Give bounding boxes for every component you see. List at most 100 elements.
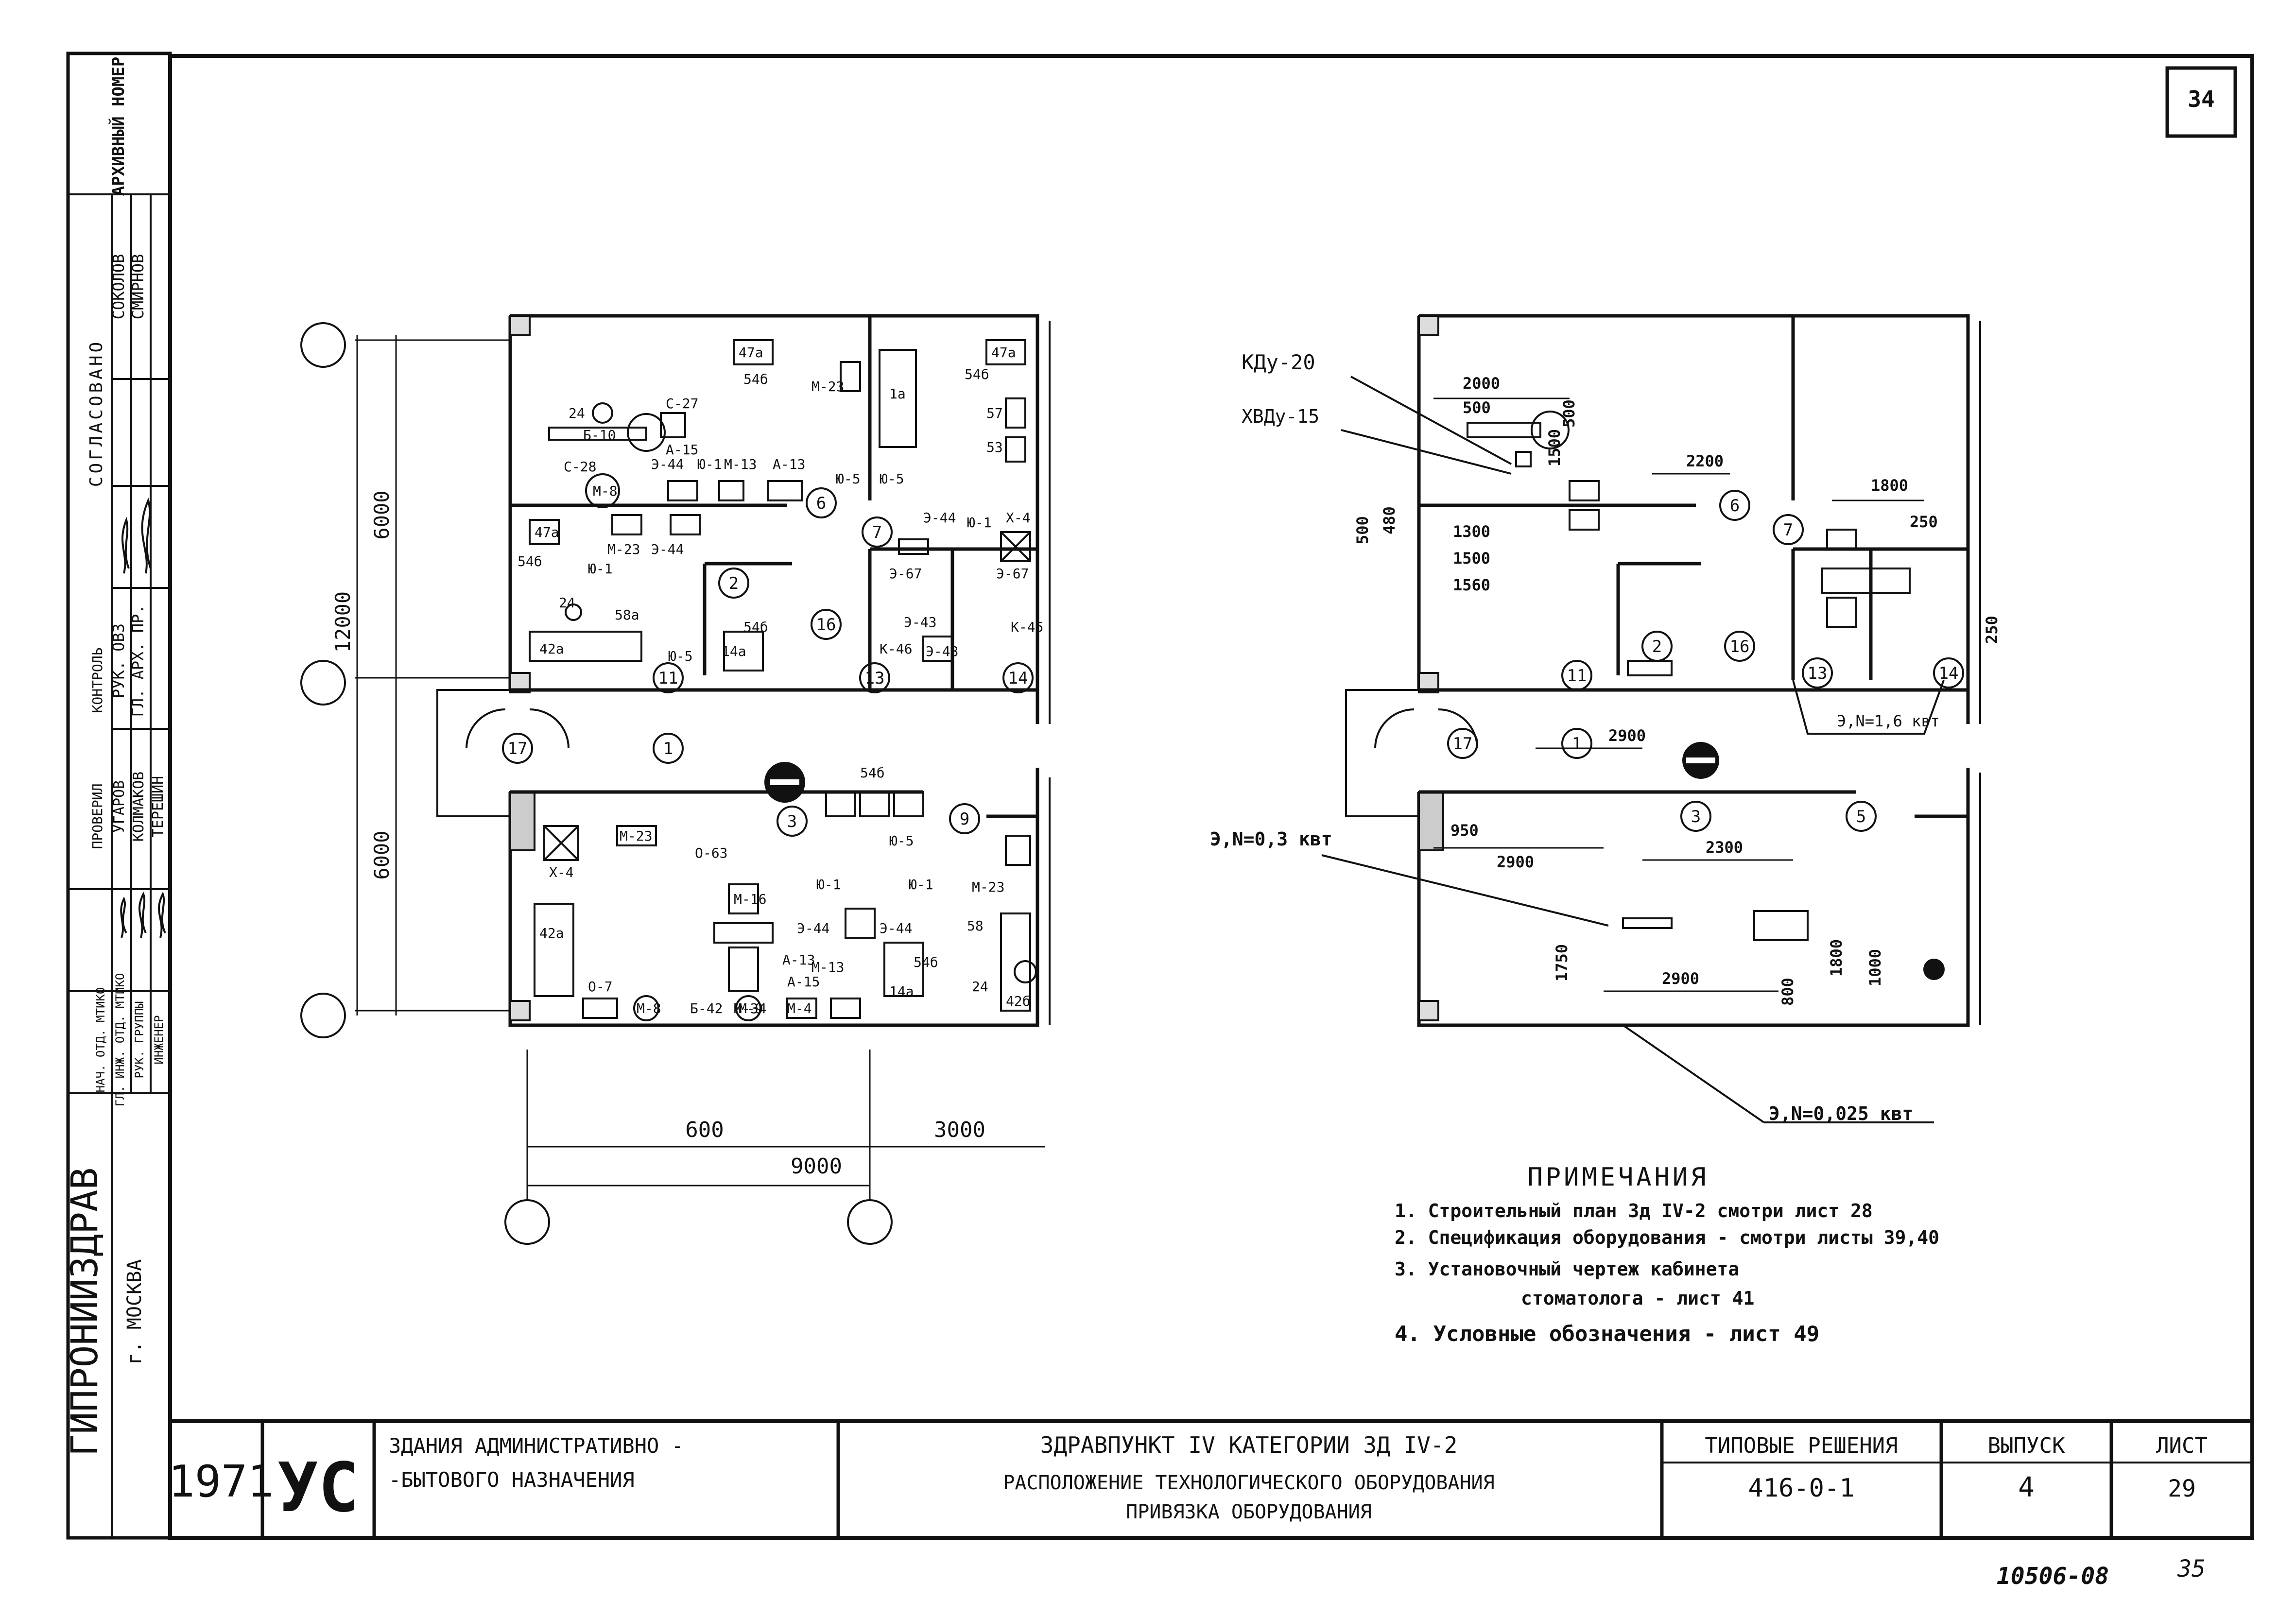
signature-2: [138, 892, 147, 938]
sheet-header: ЛИСТ: [2156, 1433, 2208, 1458]
equipment-label: М-34: [734, 1000, 766, 1016]
equipment-label: Э-43: [926, 643, 958, 659]
equipment-label: 42а: [539, 641, 564, 657]
equipment-label: К-46: [880, 641, 912, 657]
equipment-label: Э-67: [889, 566, 922, 582]
equipment-label: Э-44: [797, 920, 829, 936]
staff-name-1: УГАРОВ: [111, 780, 128, 833]
equipment-label: 54б: [518, 553, 542, 569]
year: 1971: [169, 1456, 274, 1507]
agreed-role-2: ГЛ. АРХ. ПР.: [129, 604, 147, 717]
staff-name-3: ТЕРЕШИН: [150, 776, 167, 837]
equipment-label: 14а: [722, 643, 746, 659]
dim: 1560: [1453, 576, 1490, 594]
equipment-label: М-23: [620, 828, 652, 844]
title-block: 1971 УС ЗДАНИЯ АДМИНИСТРАТИВНО - -БЫТОВО…: [168, 1419, 2254, 1540]
dim: 2900: [1608, 726, 1646, 745]
signature-5: [141, 498, 152, 574]
right-floor-plan: КДу-20 ХВДу-15 2000 500 500 1500 2200 18…: [1210, 314, 2001, 1124]
equipment-label: М-16: [734, 891, 766, 907]
equipment-label: А-15: [666, 442, 698, 458]
power-note: Э,N=0,3 квт: [1210, 828, 1332, 850]
building-type-line1: ЗДАНИЯ АДМИНИСТРАТИВНО -: [389, 1434, 684, 1458]
room-number: 11: [1567, 666, 1587, 686]
equipment-label: 42б: [1006, 993, 1031, 1009]
equipment-label: С-28: [564, 459, 596, 475]
staff-role-0: НАЧ. ОТД. МТИКО: [94, 987, 107, 1093]
grid-axis-bubble: [504, 1199, 550, 1245]
agreed-header: СОГЛАСОВАНО: [86, 339, 106, 487]
equipment-label: М-9: [739, 1000, 763, 1016]
archive-code: 10506-08: [1997, 1563, 2109, 1590]
dim: 2200: [1686, 452, 1724, 470]
bottom-page-number: 35: [2177, 1555, 2206, 1583]
equipment-label: 42а: [539, 925, 564, 941]
note-item: 2. Спецификация оборудования - смотри ли…: [1395, 1227, 1939, 1248]
dim: 1300: [1453, 522, 1490, 541]
equipment-label: 58: [967, 918, 984, 934]
equipment-label: Э-44: [651, 541, 684, 557]
equipment-label: Х-4: [549, 864, 574, 880]
title-line2: РАСПОЛОЖЕНИЕ ТЕХНОЛОГИЧЕСКОГО ОБОРУДОВАН…: [1003, 1472, 1494, 1494]
equipment-label: Ю-5: [889, 833, 914, 849]
equipment-label: О-7: [588, 979, 613, 995]
right-equipment-symbols: [1467, 411, 1945, 980]
staff-name-2: КОЛМАКОВ: [130, 772, 147, 842]
room-number: 13: [865, 669, 885, 688]
left-floor-plan: 12000 6000 6000 600 3000 9000: [300, 314, 1051, 1245]
typical-value: 416-0-1: [1748, 1474, 1854, 1503]
dim-bottom-left: 600: [685, 1118, 724, 1142]
equipment-label: Э-44: [651, 456, 684, 472]
room-number: 6: [816, 494, 826, 513]
room-number: 3: [787, 812, 797, 831]
equipment-label: М-23: [607, 541, 640, 557]
equipment-label: Б-10: [583, 427, 616, 443]
room-number: 14: [1008, 669, 1028, 688]
equipment-label: 54б: [860, 765, 885, 781]
note-item: 1. Строительный план Зд IV-2 смотри лист…: [1395, 1200, 1873, 1222]
left-stamp: АРХИВНЫЙ НОМЕР СОГЛАСОВАНО КОНТРОЛЬ ПРОВ…: [63, 52, 172, 1540]
room-number: 11: [658, 669, 678, 688]
room-number: 7: [872, 523, 882, 542]
issue-value: 4: [2018, 1472, 2035, 1503]
room-number: 2: [729, 574, 739, 593]
equipment-label: М-23: [972, 879, 1004, 895]
dim-lower-vertical: 6000: [370, 830, 394, 879]
room-number: 14: [1939, 664, 1959, 683]
dim: 250: [1910, 513, 1938, 531]
equipment-label: 1а: [889, 386, 906, 402]
dim: 1500: [1453, 549, 1490, 568]
grid-axis-bubble: [847, 1199, 893, 1245]
equipment-label: 54б: [914, 954, 938, 970]
equipment-label: Э-67: [996, 566, 1029, 582]
equipment-label: 47а: [991, 344, 1016, 361]
equipment-label: 24: [972, 979, 988, 995]
building-type-line2: -БЫТОВОГО НАЗНАЧЕНИЯ: [389, 1468, 635, 1492]
dim: 1800: [1827, 939, 1846, 977]
dim: 480: [1380, 506, 1398, 534]
equipment-label: Ю-5: [668, 648, 693, 664]
dim: 950: [1450, 821, 1479, 840]
grid-axis-bubble: [300, 993, 346, 1038]
title-line3: ПРИВЯЗКА ОБОРУДОВАНИЯ: [1126, 1501, 1372, 1523]
note-item: 3. Установочный чертеж кабинета: [1395, 1258, 1739, 1280]
equipment-label: А-15: [787, 974, 820, 990]
equipment-label: Э-44: [923, 510, 956, 526]
room-number: 3: [1691, 807, 1701, 826]
dim: 800: [1778, 978, 1797, 1006]
dim: 500: [1353, 516, 1372, 544]
equipment-label: 54б: [743, 371, 768, 387]
staff-role-3: ИНЖЕНЕР: [152, 1015, 166, 1064]
staff-role-2: РУК. ГРУППЫ: [133, 1001, 146, 1079]
equipment-label: 57: [986, 405, 1003, 421]
equipment-label: 53: [986, 439, 1003, 455]
signature-3: [158, 892, 166, 938]
archive-header: АРХИВНЫЙ НОМЕР: [108, 57, 128, 196]
checked-header: ПРОВЕРИЛ: [89, 784, 105, 849]
corner-number: 34: [2188, 86, 2214, 112]
equipment-label: Э-43: [904, 614, 936, 630]
sheet-value: 29: [2168, 1475, 2196, 1502]
dim: 2900: [1497, 853, 1534, 871]
equipment-label: А-13: [773, 456, 805, 472]
equipment-symbols: [529, 339, 1037, 1021]
